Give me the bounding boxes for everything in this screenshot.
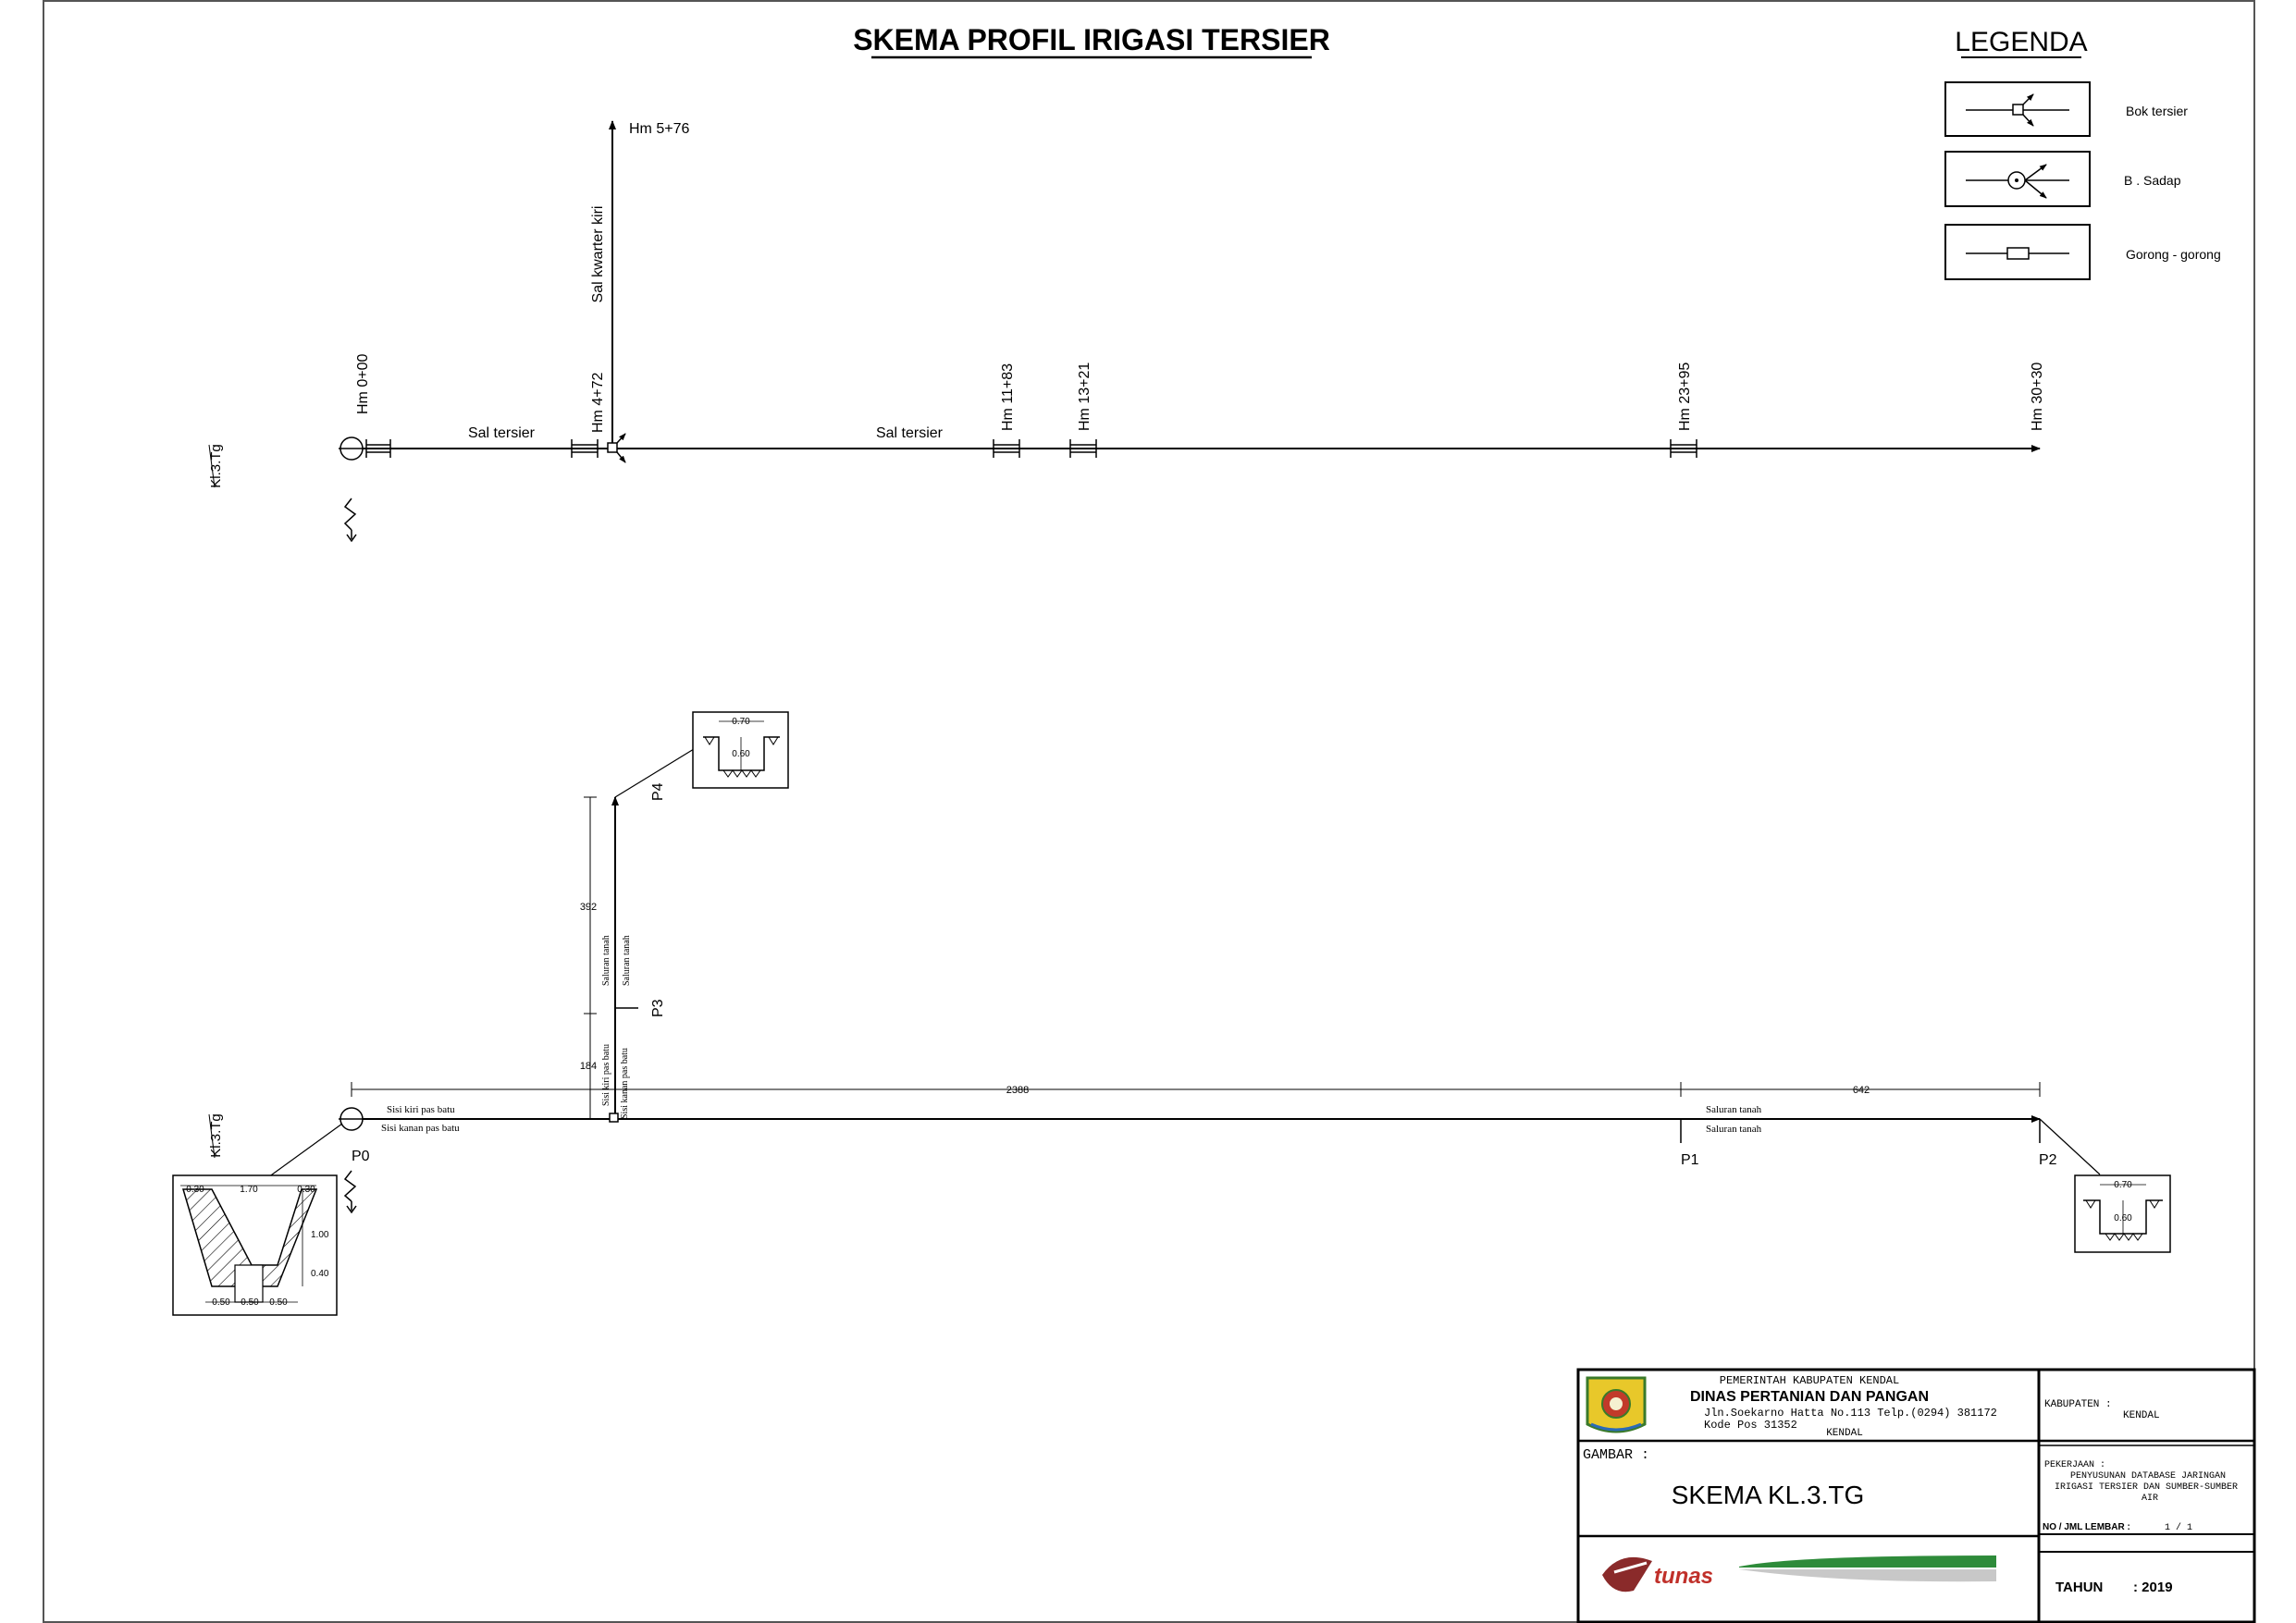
station-label: Hm 0+00 (355, 354, 371, 414)
title-block: PEMERINTAH KABUPATEN KENDAL DINAS PERTAN… (1576, 1368, 2256, 1623)
top-branch-end-label: Hm 5+76 (629, 121, 689, 137)
sec-trap-base-height: 0.40 (311, 1269, 329, 1279)
page-title: SKEMA PROFIL IRIGASI TERSIER (853, 23, 1330, 56)
top-channel-label-1: Sal tersier (468, 425, 536, 441)
legend-title: LEGENDA (1955, 27, 2087, 57)
legend-item-gorong: Gorong - gorong (1944, 224, 2221, 280)
station-label: Hm 11+83 (1000, 363, 1016, 431)
top-scheme-code: Kl.3.Tg (208, 444, 224, 488)
postal-line: Kode Pos 31352 (1704, 1419, 1797, 1432)
consultant-logo-text: tunas (1654, 1564, 1713, 1589)
branch-upper-left: Saluran tanah (601, 935, 611, 986)
bottom-scheme-code: Kl.3.Tg (208, 1113, 224, 1158)
sec-trap-top-right: 0.30 (297, 1185, 315, 1195)
gambar-value: SKEMA KL.3.TG (1672, 1481, 1865, 1509)
top-culvert-3 (1069, 439, 1097, 458)
bottom-scheme: Kl.3.Tg 2388 642 Sisi kiri pas batu Sisi… (172, 711, 2171, 1316)
lembar-label: NO / JML LEMBAR : (2043, 1522, 2130, 1532)
label-left-lower: Sisi kanan pas batu (381, 1123, 460, 1134)
sec-p4-depth: 0.60 (732, 749, 750, 759)
pekerjaan-line1: PENYUSUNAN DATABASE JARINGAN (2070, 1471, 2226, 1482)
legend-label-gorong: Gorong - gorong (2126, 247, 2221, 262)
dim-branch-2: 392 (580, 902, 597, 913)
station-label: Hm 4+72 (590, 373, 606, 433)
dim-main-1: 2388 (1006, 1085, 1029, 1096)
top-water-source-icon (343, 498, 357, 543)
point-p1: P1 (1681, 1152, 1699, 1168)
branch-upper-right: Saluran tanah (622, 935, 632, 986)
section-p4: 0.70 0.60 (692, 711, 789, 789)
point-p2: P2 (2039, 1152, 2057, 1168)
sec-trap-bottom-2: 0.50 (241, 1297, 259, 1308)
gorong-gorong-symbol (1966, 247, 2069, 260)
agency-name: DINAS PERTANIAN DAN PANGAN (1690, 1389, 1929, 1405)
station-label: Hm 23+95 (1677, 363, 1693, 431)
top-culvert-1 (571, 439, 599, 458)
top-culvert-4 (1670, 439, 1697, 458)
label-left-upper: Sisi kiri pas batu (387, 1104, 455, 1115)
label-right-lower: Saluran tanah (1706, 1124, 1762, 1135)
sec-p2-depth: 0.60 (2114, 1213, 2132, 1223)
sec-trap-bottom-3: 0.50 (269, 1297, 288, 1308)
station-label: Hm 30+30 (2030, 363, 2045, 431)
pekerjaan-label: PEKERJAAN : (2044, 1460, 2105, 1470)
pekerjaan-line3: AIR (2142, 1494, 2158, 1504)
point-p0: P0 (352, 1149, 370, 1164)
bottom-water-source-icon (343, 1170, 357, 1214)
top-culvert-2 (993, 439, 1020, 458)
dim-branch-1: 184 (580, 1061, 597, 1072)
sec-p2-width: 0.70 (2114, 1180, 2132, 1190)
kabupaten-label: KABUPATEN : (2044, 1399, 2112, 1410)
tahun-label: TAHUN (2055, 1580, 2103, 1595)
sheet-border (43, 0, 2255, 1623)
top-branch-label: Sal kwarter kiri (590, 206, 606, 303)
top-culvert-0 (365, 439, 391, 458)
pekerjaan-line2: IRIGASI TERSIER DAN SUMBER-SUMBER (2055, 1482, 2238, 1493)
label-right-upper: Saluran tanah (1706, 1104, 1762, 1115)
point-p4: P4 (650, 782, 666, 801)
point-p3: P3 (650, 999, 666, 1017)
station-label: Hm 13+21 (1077, 363, 1092, 431)
branch-lower-right: Sisi kanan pas batu (620, 1048, 630, 1119)
tahun-value: : 2019 (2133, 1580, 2173, 1595)
bok-tersier-symbol (1966, 93, 2069, 127)
legend: LEGENDA Bok tersier B . Sadap (1944, 27, 2221, 280)
legend-label-sadap: B . Sadap (2124, 173, 2181, 188)
sec-trap-height: 1.00 (311, 1230, 329, 1240)
kabupaten-value: KENDAL (2123, 1410, 2160, 1421)
sec-trap-bottom-1: 0.50 (212, 1297, 230, 1308)
kendal-logo-icon (1586, 1376, 1647, 1433)
address-line: Jln.Soekarno Hatta No.113 Telp.(0294) 38… (1704, 1407, 1997, 1420)
legend-label-bok: Bok tersier (2126, 104, 2188, 118)
gambar-label: GAMBAR : (1583, 1447, 1649, 1463)
top-scheme: Kl.3.Tg (208, 120, 2045, 543)
section-trapezoid: 0.30 1.70 0.30 1.00 0.40 0.50 0.50 0.50 (172, 1174, 338, 1316)
agency-line: PEMERINTAH KABUPATEN KENDAL (1720, 1374, 1899, 1387)
city-line: KENDAL (1826, 1428, 1863, 1439)
sec-p4-width: 0.70 (732, 717, 750, 727)
legend-item-sadap: B . Sadap (1944, 151, 2181, 207)
consultant-logo: tunas (1602, 1555, 1996, 1592)
sec-trap-top-mid: 1.70 (240, 1185, 258, 1195)
top-bok-tersier-icon (607, 433, 626, 463)
lembar-value: 1 / 1 (2165, 1522, 2192, 1533)
top-channel-label-2: Sal tersier (876, 425, 944, 441)
bangunan-sadap-symbol (1966, 164, 2069, 199)
legend-item-bok-tersier: Bok tersier (1944, 81, 2188, 137)
sec-trap-top-left: 0.30 (186, 1185, 204, 1195)
dim-main-2: 642 (1853, 1085, 1870, 1096)
bottom-bok-icon (609, 1113, 619, 1123)
branch-lower-left: Sisi kiri pas batu (601, 1044, 611, 1106)
section-p2: 0.70 0.60 (2074, 1174, 2171, 1253)
